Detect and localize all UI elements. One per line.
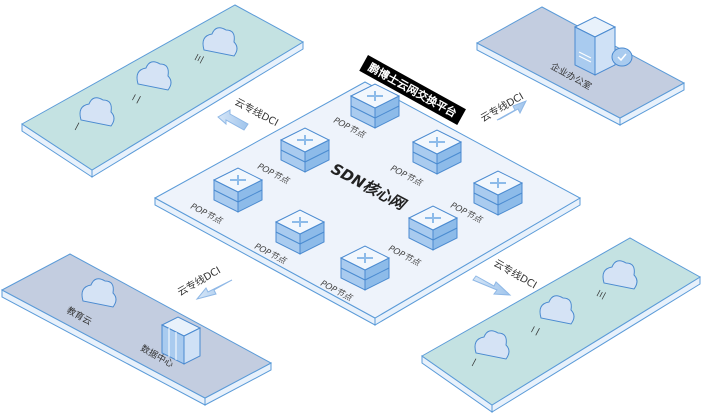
pop-switch-icon	[411, 129, 463, 175]
cloud-label: 一	[72, 121, 85, 134]
dci-arrow-top-left: 云专线DCI	[217, 95, 281, 131]
data-center-rack-icon	[160, 316, 202, 365]
pop-switch-icon	[339, 245, 391, 291]
cloud-label: 一	[469, 357, 482, 370]
pop-switch-icon	[274, 209, 326, 255]
cloud-label: 二	[131, 93, 144, 106]
cloud-icon	[539, 295, 575, 325]
cloud-label: 三	[194, 53, 207, 66]
cloud-label: 二	[530, 325, 543, 338]
pop-switch-icon	[279, 127, 331, 173]
pop-switch-icon	[407, 205, 459, 251]
check-badge-icon	[611, 47, 633, 67]
data-center-panel	[0, 253, 273, 406]
cloud-icon	[202, 27, 238, 57]
cloud-label: 三	[596, 289, 609, 302]
cloud-icon	[79, 97, 115, 127]
dci-arrow-bottom-left: 云专线DCI	[175, 264, 233, 300]
cloud-icon	[602, 260, 638, 290]
server-icon	[573, 16, 633, 76]
pop-switch-icon	[212, 167, 264, 213]
pop-switch-icon	[472, 170, 524, 216]
cloud-icon	[81, 278, 117, 308]
pop-switch-icon	[349, 83, 401, 129]
cloud-icon	[136, 61, 172, 91]
dci-arrow-top-right: 云专线DCI	[478, 90, 528, 125]
cloud-icon	[474, 330, 510, 360]
sdn-core-panel	[153, 81, 582, 326]
